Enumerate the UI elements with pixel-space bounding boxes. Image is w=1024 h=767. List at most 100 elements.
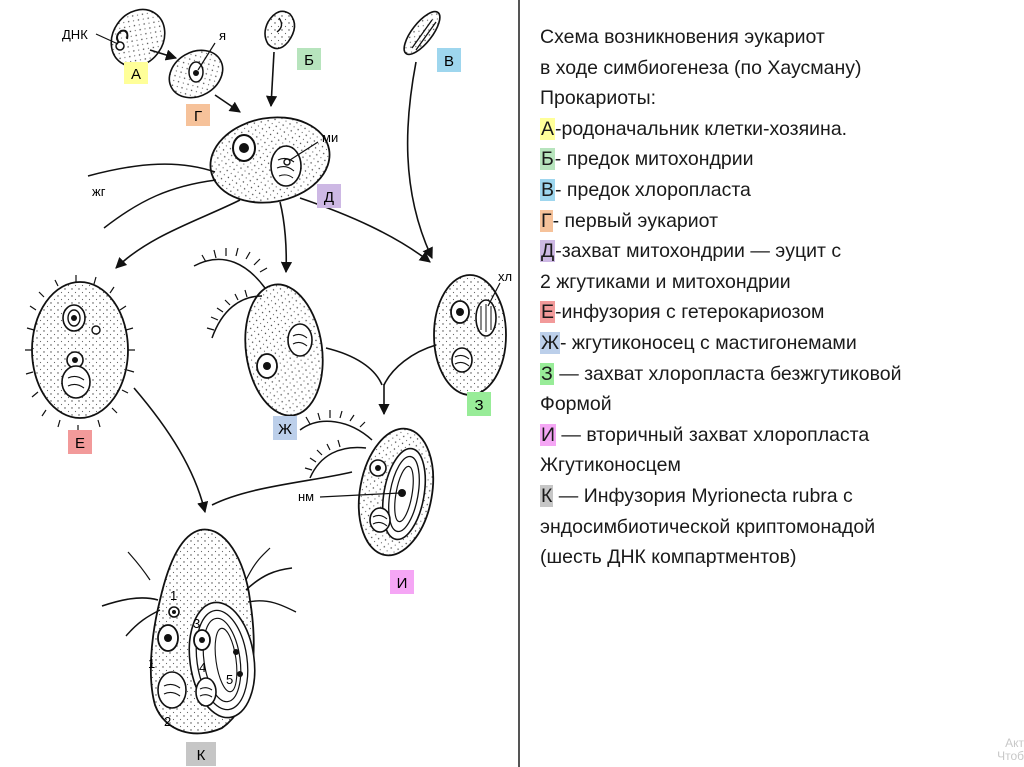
label-k-1b: 1 — [148, 656, 155, 671]
svg-text:Е: Е — [75, 435, 85, 452]
dnk-pointer — [95, 33, 119, 45]
arrow-g-to-d — [214, 94, 241, 113]
label-khl: хл — [498, 269, 512, 284]
label-k-1a: 1 — [170, 588, 177, 603]
cell-d — [209, 116, 331, 204]
legend-items: А-родоначальник клетки-хозяина.Б- предок… — [540, 114, 1010, 573]
activation-watermark: Акт Чтоб — [997, 737, 1024, 763]
cell-e — [25, 275, 135, 432]
label-k-2: 2 — [164, 714, 171, 729]
badge-e: Е — [68, 430, 92, 454]
cell-i — [299, 410, 435, 557]
arrow-d-to-zh — [279, 201, 293, 274]
cell-v — [403, 10, 441, 56]
arrow-d-to-e — [115, 199, 241, 269]
svg-text:К: К — [197, 747, 206, 764]
cell-g — [168, 49, 224, 99]
legend-key-badge: Б — [540, 148, 555, 171]
legend-item: Б- предок митохондрии — [540, 144, 1010, 175]
legend-item: Ж- жгутиконосец с мастигонемами — [540, 328, 1010, 359]
legend-key-badge: З — [540, 362, 554, 385]
label-k-3: 3 — [193, 616, 200, 631]
legend-item: А-родоначальник клетки-хозяина. — [540, 114, 1010, 145]
legend-item: И — вторичный захват хлоропласта — [540, 420, 1010, 451]
badge-g: Г — [186, 104, 210, 126]
legend-title-line-1: Схема возникновения эукариот — [540, 26, 825, 48]
flagellum-d-1 — [87, 163, 216, 177]
flagellum-d-2 — [103, 179, 217, 229]
arrow-i-to-k — [211, 471, 353, 506]
svg-text:Ж: Ж — [278, 421, 292, 438]
label-ya: я — [219, 28, 226, 43]
legend-key-badge: Г — [540, 209, 553, 232]
legend-item-text: -родоначальник клетки-хозяина. — [555, 117, 848, 140]
label-zhg: жг — [92, 184, 106, 199]
legend-key-badge: И — [540, 423, 557, 446]
label-mi: ми — [322, 130, 338, 145]
arrow-z-to-i — [383, 344, 437, 386]
legend-item: В- предок хлоропласта — [540, 175, 1010, 206]
legend-item-text: (шесть ДНК компартментов) — [540, 546, 797, 569]
badge-k: К — [186, 742, 216, 766]
legend-key-badge: В — [540, 178, 556, 201]
legend-item-text: -захват митохондрии — эуцит с — [555, 240, 842, 263]
arrow-a-to-g — [149, 49, 178, 61]
label-dnk: ДНК — [62, 27, 88, 42]
legend-item: (шесть ДНК компартментов) — [540, 542, 1010, 573]
label-k-5: 5 — [226, 672, 233, 687]
badge-i: И — [390, 570, 414, 594]
legend-item-text: — захват хлоропласта безжгутиковой — [553, 362, 902, 385]
label-k-4: 4 — [199, 660, 206, 675]
legend-item: Д-захват митохондрии — эуцит с — [540, 236, 1010, 267]
watermark-line-2: Чтоб — [997, 749, 1024, 763]
badge-v: В — [437, 48, 461, 72]
svg-text:З: З — [474, 397, 483, 414]
badge-z: З — [467, 392, 491, 416]
cell-k — [101, 528, 297, 735]
watermark-line-1: Акт — [1005, 736, 1024, 750]
badge-zh: Ж — [273, 416, 297, 440]
svg-text:А: А — [131, 66, 141, 83]
svg-text:Д: Д — [324, 189, 334, 206]
arrow-v-to-z — [406, 61, 433, 260]
legend-item: Е-инфузория с гетерокариозом — [540, 297, 1010, 328]
legend-item-text: — Инфузория Myrionecta rubra с — [553, 484, 853, 507]
legend-item-text: 2 жгутиками и митохондрии — [540, 270, 791, 293]
label-nm: нм — [298, 489, 314, 504]
svg-text:В: В — [444, 53, 454, 70]
legend-item-text: - жгутиконосец с мастигонемами — [560, 331, 857, 354]
legend-title-line-2: в ходе симбиогенеза (по Хаусману) — [540, 56, 862, 79]
badge-a: А — [124, 62, 148, 84]
badge-b: Б — [297, 48, 321, 70]
ya-pointer — [197, 42, 216, 71]
legend-item: эндосимбиотической криптомонадой — [540, 512, 1010, 543]
khl-pointer — [487, 282, 501, 307]
vertical-divider — [518, 0, 520, 767]
legend-item-text: - первый эукариот — [552, 209, 718, 232]
nm-pointer — [319, 492, 401, 498]
legend-item: Г- первый эукариот — [540, 206, 1010, 237]
legend-item: 2 жгутиками и митохондрии — [540, 267, 1010, 298]
cell-b — [264, 10, 296, 50]
legend-item-text: -инфузория с гетерокариозом — [555, 301, 825, 324]
legend-item-text: эндосимбиотической криптомонадой — [540, 515, 876, 538]
arrow-b-to-d — [265, 51, 278, 108]
symbiogenesis-diagram: ДНК я ми жг — [25, 8, 512, 766]
legend-key-badge: Д — [540, 240, 556, 263]
svg-text:Г: Г — [194, 108, 202, 125]
legend-panel: Схема возникновения эукариот в ходе симб… — [540, 22, 1010, 573]
cell-zh — [193, 247, 324, 417]
legend-item: З — захват хлоропласта безжгутиковой — [540, 359, 1010, 390]
legend-item-text: Формой — [540, 393, 612, 416]
svg-text:И: И — [397, 575, 408, 592]
svg-text:Б: Б — [304, 52, 314, 69]
badge-d: Д — [317, 184, 341, 208]
legend-key-badge: А — [540, 117, 556, 140]
legend-key-badge: К — [540, 484, 554, 507]
legend-item-text: - предок хлоропласта — [555, 178, 751, 201]
legend-item: Формой — [540, 389, 1010, 420]
legend-title-line-3: Прокариоты: — [540, 87, 657, 110]
arrow-e-to-k — [133, 387, 209, 514]
mi-pointer — [289, 141, 319, 161]
legend-key-badge: Е — [540, 301, 556, 324]
